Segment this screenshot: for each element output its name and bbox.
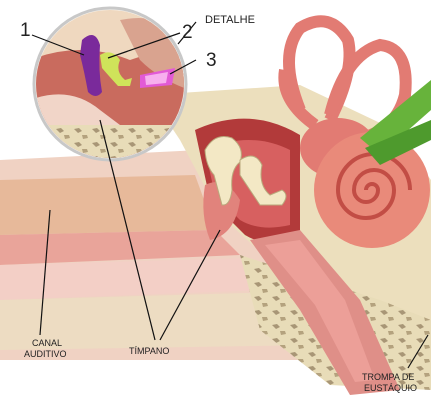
canal-label-line2: AUDITIVO [24, 349, 67, 359]
marker-1: 1 [20, 20, 31, 41]
canal-label-line1: CANAL [32, 338, 62, 348]
marker-3: 3 [206, 50, 217, 71]
ear-canal [0, 175, 215, 235]
tube-label-line2: EUSTÁQUIO [364, 383, 417, 393]
tympanum-label: TÍMPANO [129, 346, 169, 356]
detail-circle [30, 5, 190, 165]
detail-label: DETALHE [205, 14, 255, 26]
marker-2: 2 [182, 22, 193, 43]
tube-label-line1: TROMPA DE [362, 372, 414, 382]
